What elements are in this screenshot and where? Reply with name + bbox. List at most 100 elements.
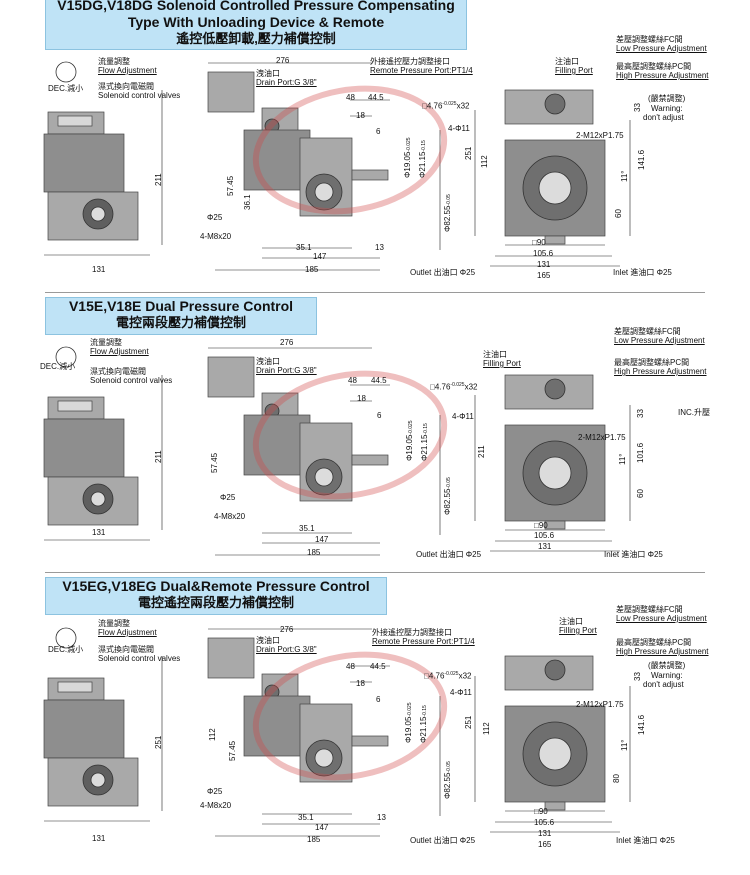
remote-zh: 外接遙控壓力調整接口 [372, 628, 452, 637]
section-title-en-line2: Type With Unloading Device & Remote [127, 14, 385, 30]
low-en: Low Pressure Adjustment [614, 336, 705, 345]
dim-48: 48 [346, 93, 355, 102]
solenoid-valve [207, 637, 255, 679]
high-zh: 最高壓調整螺絲PC間 [614, 358, 690, 367]
dec-label: DEC.減小 [40, 362, 76, 371]
dim-phi25: Φ25 [207, 213, 223, 222]
dim-48: 48 [346, 662, 355, 671]
drain-en: Drain Port:G 3/8" [256, 645, 317, 654]
drain-zh: 洩油口 [256, 357, 280, 366]
outlet-bore [314, 182, 334, 202]
dim-13: 13 [377, 813, 386, 822]
dim-35-1: 35.1 [299, 524, 315, 533]
dim-phi21: Φ21.15-0.15 [419, 705, 428, 743]
drawing-labels-s3: 流量調整 Flow Adjustment DEC.減小 濕式換向電磁閥 Sole… [0, 573, 750, 875]
dim-11: 11° [618, 453, 627, 465]
outlet-label: Outlet 出油口 Φ25 [416, 550, 482, 559]
high-en: High Pressure Adjustment [616, 71, 709, 80]
inlet-label: Inlet 進油口 Φ25 [616, 836, 675, 845]
flow-adj-en: Flow Adjustment [90, 347, 149, 356]
inc-label: INC.升壓 [678, 408, 710, 417]
dim-phi82: Φ82.55-0.05 [443, 477, 452, 515]
dec-label: DEC.減小 [48, 84, 84, 93]
dim-33: 33 [633, 672, 642, 681]
solenoid-valve [207, 71, 255, 113]
flow-adj-zh: 流量調整 [90, 338, 122, 347]
low-zh: 差壓調整螺絲FC間 [616, 605, 683, 614]
dim-165: 165 [538, 840, 552, 849]
dim-251: 251 [464, 715, 473, 729]
dim-131-right: 131 [537, 260, 551, 269]
remote-en: Remote Pressure Port:PT1/4 [370, 66, 473, 75]
section-title-en-line1: V15DG,V18DG Solenoid Controlled Pressure… [57, 0, 455, 13]
dim-4-m8: 4-M8x20 [214, 512, 246, 521]
drawing-labels-s2: 流量調整 Flow Adjustment DEC.減小 濕式換向電磁閥 Sole… [0, 293, 750, 573]
port-bore [90, 491, 106, 507]
dim-13: 13 [375, 243, 384, 252]
watermark-logo [252, 651, 448, 781]
drain-en: Drain Port:G 3/8" [256, 366, 317, 375]
section-title-zh: 電控遙控兩段壓力補償控制 [137, 595, 294, 610]
dim-18: 18 [356, 111, 365, 120]
dim-35-1: 35.1 [298, 813, 314, 822]
dim-11: 11° [620, 739, 629, 751]
dec-label: DEC.減小 [48, 645, 84, 654]
section-v15e: V15E,V18E Dual Pressure Control 電控兩段壓力補償… [0, 293, 750, 573]
dim-sq90: □90 [534, 521, 548, 530]
dim-key: □4.76-0.025x32 [430, 382, 478, 392]
pump-housing [243, 695, 311, 757]
dim-131-right: 131 [538, 542, 552, 551]
dim-18: 18 [356, 679, 365, 688]
warning-zh: (嚴禁調整) [648, 94, 686, 103]
dim-key: □4.76-0.025x32 [424, 671, 472, 681]
dim-44-5: 44.5 [371, 376, 387, 385]
section-title-box: V15E,V18E Dual Pressure Control 電控兩段壓力補償… [45, 297, 317, 335]
section-v15dg: V15DG,V18DG Solenoid Controlled Pressure… [0, 0, 750, 290]
dim-33: 33 [636, 409, 645, 418]
dim-101-6: 101.6 [636, 442, 645, 463]
warning-en-1: Warning: [651, 671, 683, 680]
dim-2-m12: 2-M12xP1.75 [576, 700, 624, 709]
front-bore [538, 456, 572, 490]
inlet-label: Inlet 進油口 Φ25 [613, 268, 672, 277]
port-bore [90, 206, 106, 222]
outlet-bore [314, 467, 334, 487]
dim-phi25: Φ25 [220, 493, 236, 502]
dim-44-5: 44.5 [368, 93, 384, 102]
port-bore [90, 772, 106, 788]
solenoid-zh: 濕式換向電磁閥 [98, 82, 154, 91]
front-bore [538, 171, 572, 205]
dim-147: 147 [315, 823, 329, 832]
dim-6: 6 [376, 695, 381, 704]
dim-131-left: 131 [92, 834, 106, 843]
filling-en: Filling Port [483, 359, 521, 368]
remote-zh: 外接遙控壓力調整接口 [370, 57, 450, 66]
outlet-label: Outlet 出油口 Φ25 [410, 836, 476, 845]
dim-phi82: Φ82.55-0.05 [443, 761, 452, 799]
dim-141-6: 141.6 [637, 714, 646, 735]
dim-key: □4.76-0.025x32 [422, 101, 470, 111]
drain-zh: 洩油口 [256, 636, 280, 645]
section-title-zh: 遙控低壓卸載,壓力補償控制 [176, 31, 336, 46]
low-zh: 差壓調整螺絲FC間 [616, 35, 683, 44]
dim-phi21: Φ21.15-0.15 [420, 423, 429, 461]
filling-cap [544, 659, 566, 681]
section-title-en: V15E,V18E Dual Pressure Control [68, 298, 294, 314]
foot [544, 520, 566, 530]
drain-en: Drain Port:G 3/8" [256, 78, 317, 87]
shaft [351, 454, 389, 466]
outlet-bore [314, 748, 334, 768]
dim-4-m8: 4-M8x20 [200, 801, 232, 810]
dim-11: 11° [620, 170, 629, 182]
high-en: High Pressure Adjustment [616, 647, 709, 656]
dim-185: 185 [307, 548, 321, 557]
high-zh: 最高壓調整螺絲PC間 [616, 638, 692, 647]
dim-phi25: Φ25 [207, 787, 223, 796]
dim-phi21: Φ21.15-0.15 [418, 140, 427, 178]
section-title-box: V15EG,V18EG Dual&Remote Pressure Control… [45, 577, 387, 615]
dim-185: 185 [305, 265, 319, 274]
shaft [351, 735, 389, 747]
front-bore [538, 737, 572, 771]
adjust-dial-icon [55, 61, 77, 83]
